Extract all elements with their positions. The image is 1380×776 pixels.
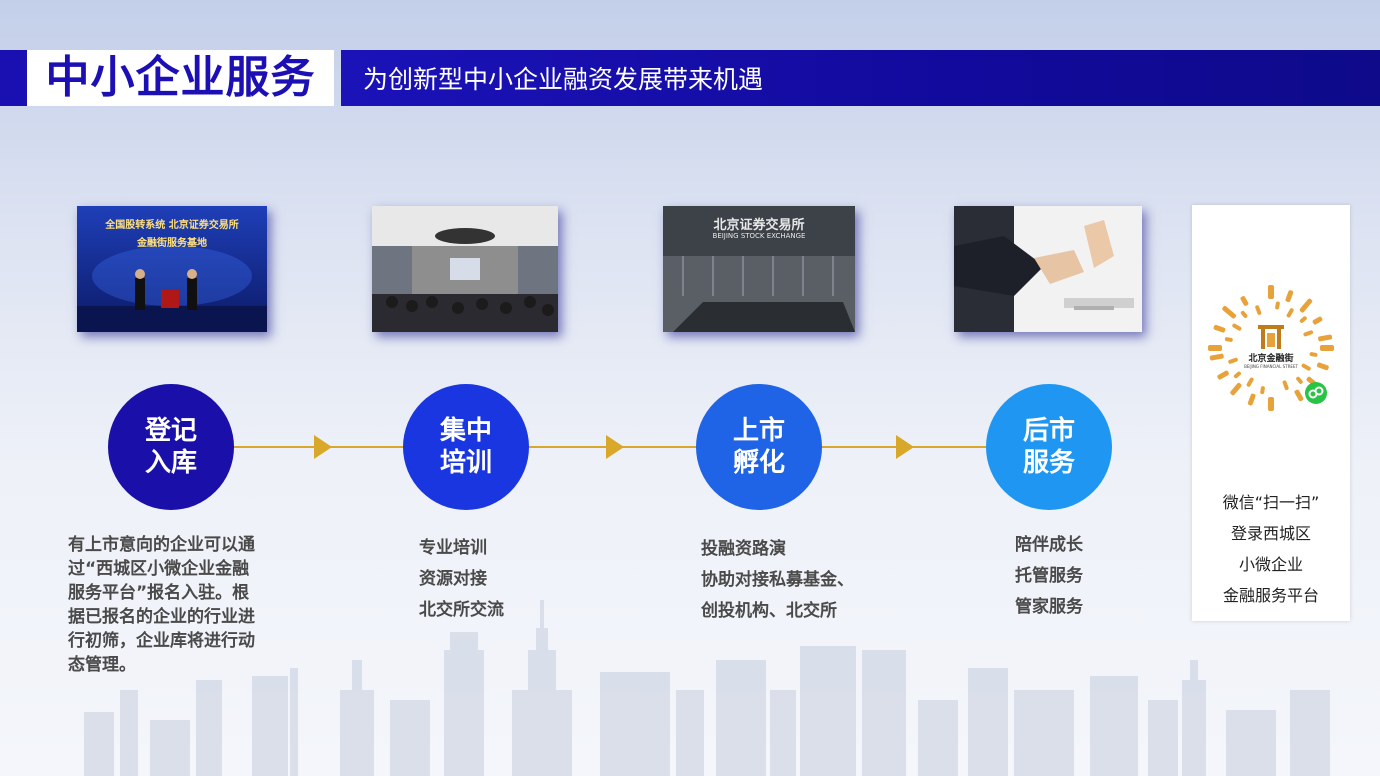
list-item: 专业培训 — [419, 538, 487, 558]
description-line: 服务平台”报名入驻。根 — [68, 583, 250, 603]
step-label-line1: 集中 — [439, 416, 492, 446]
page-title: 中小企业服务 — [45, 52, 316, 103]
title-box: 中小企业服务 — [27, 50, 334, 106]
step-label-line2: 孵化 — [732, 448, 785, 478]
photo-training-hall — [372, 206, 558, 332]
qr-instruction-line: 金融服务平台 — [1222, 586, 1319, 605]
description-line: 有上市意向的企业可以通 — [68, 535, 255, 555]
step-label-line1: 后市 — [1022, 416, 1075, 446]
step4-description: 陪伴成长 托管服务 管家服务 — [1015, 530, 1083, 623]
list-item: 北交所交流 — [419, 600, 504, 620]
photo1-sign-line1: 全国股转系统 北京证券交易所 — [105, 220, 239, 231]
step-circle-listing: 上市 孵化 — [696, 384, 822, 510]
step-circle-training: 集中 培训 — [403, 384, 529, 510]
step-label-line2: 服务 — [1022, 448, 1075, 478]
step1-description: 有上市意向的企业可以通 过“西城区小微企业金融 服务平台”报名入驻。根 据已报名… — [68, 533, 288, 677]
qr-panel: 北京金融街 BEIJING FINANCIAL STREET 微信“扫一扫” 登… — [1192, 205, 1350, 621]
list-item: 投融资路演 — [701, 539, 786, 559]
mini-program-qr-code[interactable]: 北京金融街 BEIJING FINANCIAL STREET — [1204, 281, 1338, 415]
list-item: 陪伴成长 — [1015, 535, 1083, 555]
list-item: 资源对接 — [419, 569, 487, 589]
step-label-line2: 入库 — [144, 448, 197, 478]
qr-instruction-line: 小微企业 — [1238, 555, 1303, 574]
step3-description: 投融资路演 协助对接私募基金、 创投机构、北交所 — [701, 534, 854, 627]
description-line: 据已报名的企业的行业进 — [68, 607, 255, 627]
photo-handshake — [954, 206, 1142, 332]
arrow-right-icon — [606, 435, 624, 459]
step-label-line2: 培训 — [439, 448, 492, 478]
list-item: 创投机构、北交所 — [701, 601, 837, 621]
qr-instruction-line: 微信“扫一扫” — [1222, 493, 1320, 512]
qr-logo-text: 北京金融街 — [1248, 354, 1294, 364]
step-label-line1: 上市 — [732, 416, 785, 446]
list-item: 管家服务 — [1015, 597, 1083, 617]
arrow-right-icon — [896, 435, 914, 459]
description-line: 态管理。 — [68, 655, 136, 675]
step-circle-register: 登记 入库 — [108, 384, 234, 510]
list-item: 协助对接私募基金、 — [701, 570, 854, 590]
arrow-right-icon — [314, 435, 332, 459]
photo3-sign-cn: 北京证券交易所 — [713, 218, 805, 233]
step-label-line1: 登记 — [144, 416, 197, 446]
photo3-sign-en: BEIJING STOCK EXCHANGE — [712, 232, 806, 240]
title-accent-bar — [0, 50, 27, 106]
photo-ceremony-stage: 全国股转系统 北京证券交易所 金融街服务基地 — [77, 206, 267, 332]
subtitle-bar: 为创新型中小企业融资发展带来机遇 — [341, 50, 1380, 106]
list-item: 托管服务 — [1015, 566, 1083, 586]
photo-stock-exchange: 北京证券交易所 BEIJING STOCK EXCHANGE — [663, 206, 855, 332]
description-line: 行初筛，企业库将进行动 — [68, 631, 255, 651]
photo1-sign-line2: 金融街服务基地 — [137, 238, 207, 249]
step-circle-post-listing: 后市 服务 — [986, 384, 1112, 510]
step2-description: 专业培训 资源对接 北交所交流 — [419, 533, 504, 626]
description-line: 过“西城区小微企业金融 — [68, 559, 250, 579]
page-subtitle: 为创新型中小企业融资发展带来机遇 — [363, 65, 764, 94]
qr-instruction-line: 登录西城区 — [1230, 524, 1311, 543]
qr-logo-en: BEIJING FINANCIAL STREET — [1244, 364, 1298, 369]
